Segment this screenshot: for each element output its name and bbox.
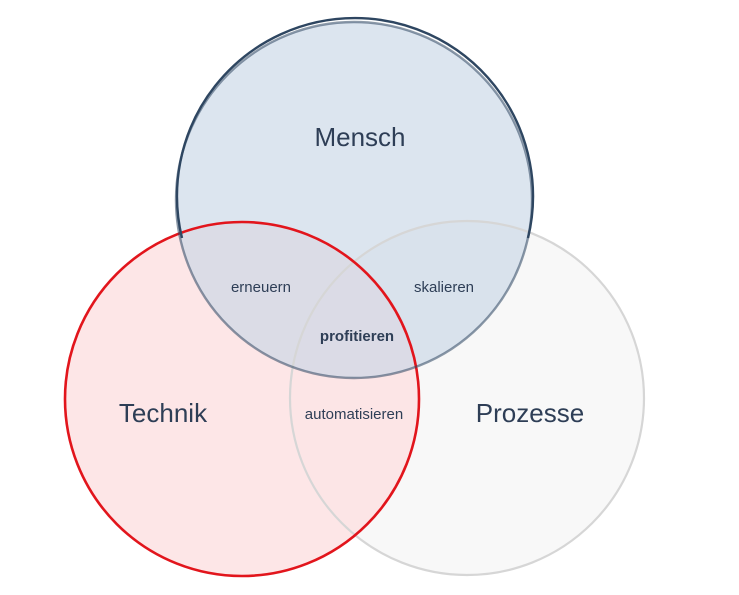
outline-mensch-top — [175, 16, 535, 239]
label-mensch: Mensch — [314, 122, 405, 152]
label-skalieren: skalieren — [414, 279, 474, 296]
label-prozesse: Prozesse — [476, 398, 584, 428]
outline-prozesse — [288, 219, 646, 577]
circle-mensch — [176, 22, 532, 378]
label-technik: Technik — [119, 398, 208, 428]
outline-technik — [63, 220, 421, 578]
label-erneuern: erneuern — [231, 279, 291, 296]
label-automatisieren: automatisieren — [305, 406, 403, 423]
label-profitieren: profitieren — [320, 328, 394, 345]
